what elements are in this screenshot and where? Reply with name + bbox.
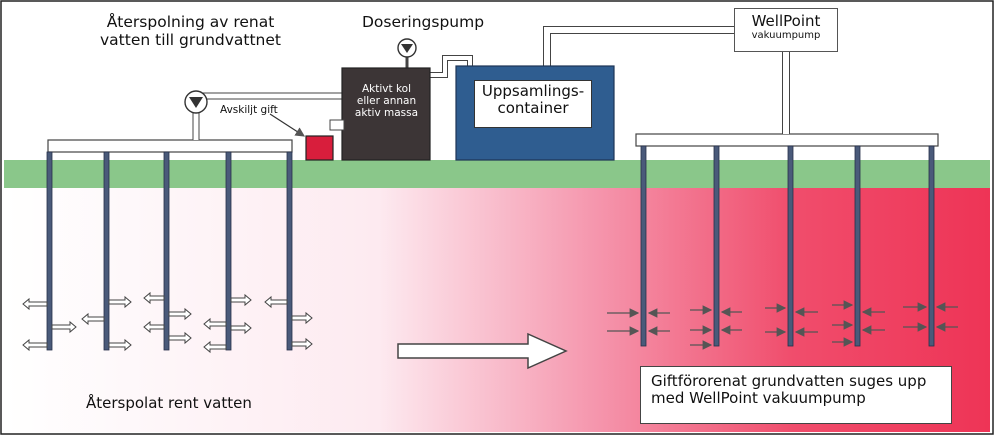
tank-connect-pipe-inner (428, 56, 472, 77)
outflow-arrow (230, 321, 252, 335)
activated-carbon-tank (341, 67, 431, 161)
toxin-label: Avskiljt gift (220, 104, 278, 116)
outflow-arrow (291, 311, 313, 325)
collection-container-label: Uppsamlings- container (474, 80, 592, 128)
right-well-1 (640, 145, 647, 347)
left-well-2 (103, 151, 110, 351)
right-header-pipe (635, 133, 939, 147)
left-well-1 (46, 151, 53, 351)
left-well-5 (286, 151, 293, 351)
outflow-arrow (51, 320, 77, 334)
right-well-4 (854, 145, 861, 347)
recharge-label: Återspolning av renat vatten till grundv… (100, 13, 281, 50)
recharged-water-label: Återspolat rent vatten (86, 394, 252, 412)
wellpoint-subtitle: vakuumpump (751, 30, 821, 42)
dosing-pump-triangle (401, 44, 413, 53)
wellpoint-pipe (543, 26, 734, 68)
tank-outlet-pipe (329, 119, 345, 131)
left-wells (46, 151, 293, 351)
right-well-2 (713, 145, 720, 347)
contaminated-water-label: Giftförorenat grundvatten suges upp med … (640, 366, 952, 424)
outflow-arrow (143, 320, 165, 334)
outflow-arrow (108, 338, 132, 352)
outflow-arrow (22, 338, 48, 352)
left-outflow-arrows (22, 291, 313, 354)
right-well-5 (928, 145, 935, 347)
outflow-arrow (203, 340, 227, 354)
dosing-pump-label: Doseringspump (362, 13, 485, 31)
outflow-arrow (264, 295, 288, 309)
wellpoint-pump-box: WellPoint vakuumpump (734, 8, 838, 52)
left-header-pipe (47, 139, 293, 153)
outflow-arrow (81, 312, 105, 326)
outflow-arrow (203, 317, 227, 331)
ground-strip (4, 160, 990, 188)
outflow-arrow (143, 291, 165, 305)
right-wells (640, 145, 935, 347)
return-pipe (192, 92, 345, 140)
outflow-arrow (168, 307, 192, 321)
activated-carbon-label: Aktivt kol eller annan aktiv massa (354, 83, 419, 120)
outflow-arrow (230, 293, 252, 307)
left-well-4 (225, 151, 232, 351)
right-inflow-arrows (607, 300, 958, 350)
left-well-3 (163, 151, 170, 351)
wellpoint-pipe-inner (544, 27, 734, 68)
recharge-label-text: Återspolning av renat vatten till grundv… (100, 13, 281, 49)
toxin-box (305, 135, 334, 161)
return-pump-triangle (189, 97, 203, 108)
wellpoint-title: WellPoint (751, 12, 821, 30)
outflow-arrow (291, 337, 313, 351)
outflow-arrow (22, 297, 48, 311)
groundwater-flow-arrow (397, 332, 568, 370)
return-pipe-inner (193, 93, 345, 140)
outflow-arrow (108, 295, 132, 309)
toxin-pointer (269, 113, 306, 137)
outflow-arrow (168, 331, 192, 345)
right-well-3 (787, 145, 794, 347)
